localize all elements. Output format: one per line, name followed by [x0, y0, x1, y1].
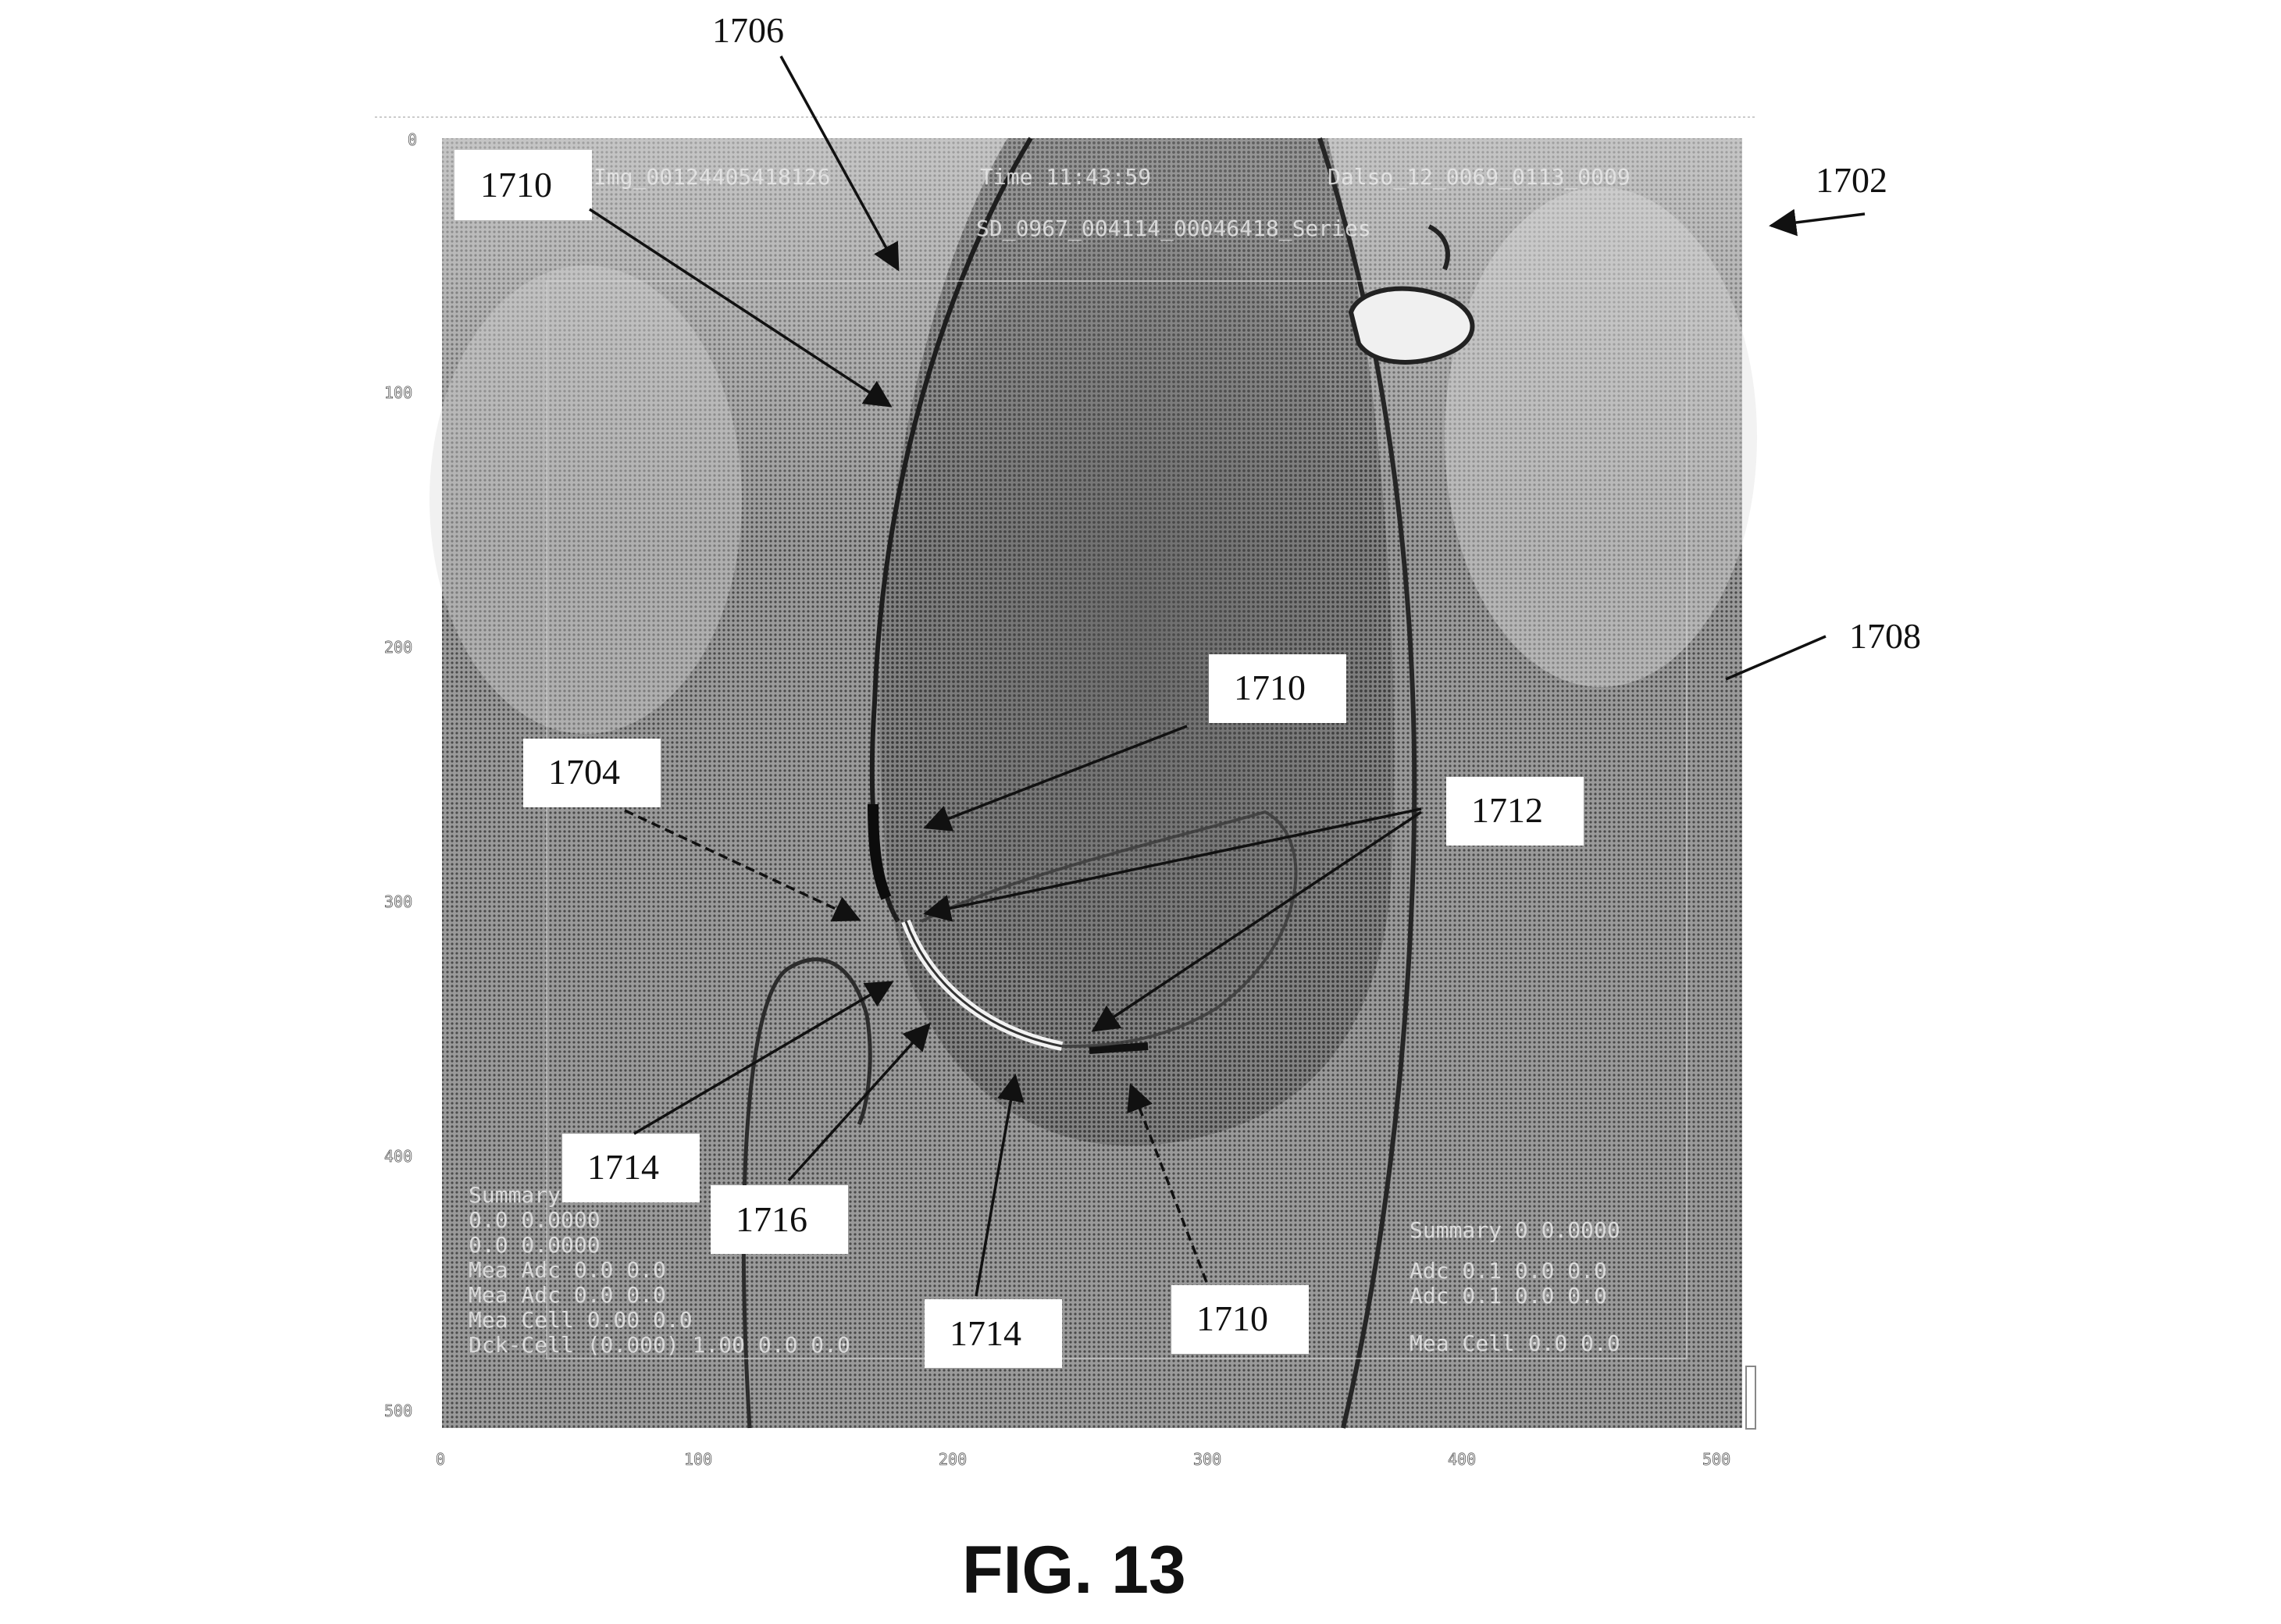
x-tick: 300 — [1193, 1450, 1221, 1469]
callout-1714-left: 1714 — [562, 981, 894, 1202]
callout-1704: 1704 — [523, 739, 861, 922]
x-tick: 0 — [436, 1450, 445, 1469]
overlay-top-center: Time 11:43:59 — [980, 164, 1151, 190]
overlay-bl-4: Mea Adc 0.0 0.0 — [469, 1282, 666, 1308]
callout-label: 1710 — [1196, 1298, 1268, 1338]
callout-label: 1710 — [480, 165, 552, 205]
callout-label: 1714 — [587, 1147, 659, 1187]
label-1706: 1706 — [712, 10, 784, 50]
image-overlay-text: Img_00124405418126 Time 11:43:59 Dalso_1… — [469, 164, 1631, 1358]
overlay-br-2: Adc 0.1 0.0 0.0 — [1410, 1283, 1607, 1309]
overlay-br-3: Mea Cell 0.0 0.0 — [1410, 1330, 1620, 1356]
overlay-br-1: Adc 0.1 0.0 0.0 — [1410, 1258, 1607, 1284]
overlay-top-left: Img_00124405418126 — [593, 164, 830, 191]
y-tick: 0 — [408, 130, 417, 149]
figure-caption: FIG. 13 — [962, 1533, 1186, 1608]
x-tick: 200 — [939, 1450, 967, 1469]
y-tick: 300 — [384, 892, 412, 911]
y-tick: 100 — [384, 383, 412, 402]
y-tick: 500 — [384, 1401, 412, 1420]
label-1702: 1702 — [1816, 160, 1887, 200]
y-tick: 400 — [384, 1147, 412, 1166]
callout-1712: 1712 — [923, 777, 1584, 1032]
callout-label: 1716 — [736, 1199, 807, 1239]
overlay-bl-2: 0.0 0.0000 — [469, 1232, 601, 1258]
callout-label: 1704 — [548, 752, 620, 792]
overlay-bl-0: Summary: — [469, 1182, 574, 1208]
callout-1716: 1716 — [711, 1022, 931, 1254]
callout-label: 1714 — [950, 1313, 1021, 1353]
callout-label: 1712 — [1471, 790, 1543, 830]
x-tick: 400 — [1448, 1450, 1476, 1469]
overlay-br-0: Summary 0 0.0000 — [1410, 1217, 1620, 1243]
overlay-bl-1: 0.0 0.0000 — [469, 1207, 601, 1233]
y-axis-ticks: 0 100 200 300 400 500 — [384, 130, 418, 1421]
overlay-top-right: Dalso_12_0069_0113_0009 — [1328, 164, 1631, 191]
y-tick: 200 — [384, 638, 412, 657]
x-tick: 100 — [684, 1450, 712, 1469]
callout-1710-bottom: 1710 — [1127, 1083, 1309, 1354]
callout-label: 1710 — [1234, 668, 1306, 707]
overlay-bl-6: Dck-Cell (0.000) 1.00 0.0 0.0 — [469, 1332, 850, 1358]
x-tick: 500 — [1702, 1450, 1730, 1469]
label-1708: 1708 — [1849, 616, 1921, 656]
callout-1714-bottom: 1714 — [925, 1074, 1062, 1368]
x-axis-ticks: 0 100 200 300 400 500 — [436, 1450, 1731, 1469]
overlay-second-line: SD_0967_004114_00046418_Series — [976, 215, 1371, 242]
reference-1708: 1708 — [1725, 616, 1921, 681]
overlay-bl-5: Mea Cell 0.00 0.0 — [469, 1307, 693, 1333]
xray-image: Img_00124405418126 Time 11:43:59 Dalso_1… — [375, 116, 1757, 1469]
reference-1702: 1702 — [1769, 160, 1887, 237]
reference-1706: 1706 — [712, 10, 900, 272]
overlay-bl-3: Mea Adc 0.0 0.0 — [469, 1257, 666, 1283]
callout-1710-top: 1710 — [454, 150, 893, 408]
callout-1710-mid: 1710 — [923, 654, 1346, 832]
